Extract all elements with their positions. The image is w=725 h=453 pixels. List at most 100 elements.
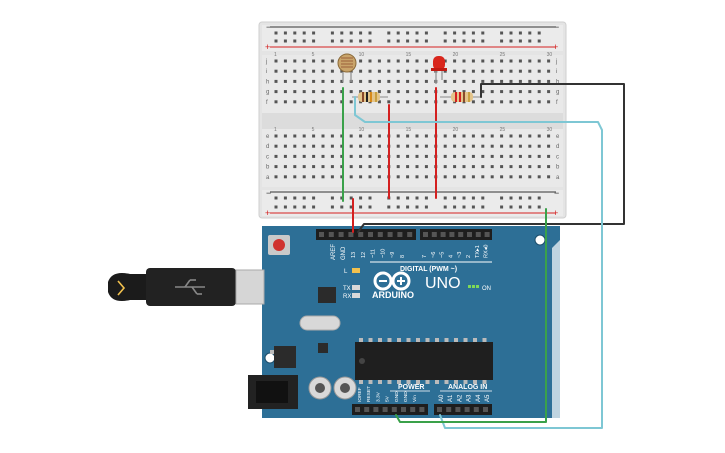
hole [462,90,466,94]
rail-hole [283,39,287,43]
hole [518,79,522,83]
hole [415,144,419,148]
rail-hole [302,39,306,43]
hole [406,100,410,104]
power-pin-label: 3.3V [375,391,381,402]
hole [443,59,447,63]
analog-pin-label: A1 [448,394,454,402]
analog-pin-label: A4 [476,394,482,402]
hole [547,165,551,169]
hole [368,69,372,73]
rail-hole [312,205,316,209]
hole [406,134,410,138]
hole [330,154,334,158]
hole [368,90,372,94]
red-led[interactable] [431,56,447,84]
digital-pin-label: 8 [400,255,406,258]
hole [274,100,278,104]
uno-label: UNO [425,275,461,292]
hole [537,165,541,169]
hole [415,134,419,138]
digital-pin-header[interactable] [316,229,492,240]
row-letter: f [266,100,268,106]
hole [293,144,297,148]
row-letter: i [556,69,557,75]
hole [340,90,344,94]
rail-hole [293,205,297,209]
hole [500,69,504,73]
bolt-icon [117,280,126,296]
resistor-led[interactable] [440,92,482,102]
row-letter: j [265,59,267,65]
power-label: POWER [398,384,424,391]
hole [518,144,522,148]
hole [518,154,522,158]
rail-hole [500,205,504,209]
rail-hole [406,31,410,35]
usb-chip [318,287,336,303]
hole [330,165,334,169]
power-pin-header[interactable] [352,404,428,415]
hole [471,134,475,138]
hole [283,165,287,169]
hole [330,134,334,138]
rail-hole [293,31,297,35]
hole [406,59,410,63]
row-letter: h [556,79,559,85]
hole [396,165,400,169]
hole [509,134,513,138]
hole [302,165,306,169]
power-pin-label: Vin [412,395,418,402]
l-led-label: L [344,269,348,275]
hole [424,100,428,104]
hole [509,100,513,104]
hole [500,154,504,158]
rail-hole [481,196,485,200]
hole [396,90,400,94]
hole [528,59,532,63]
photoresistor[interactable] [337,53,357,82]
column-number: 25 [500,127,506,133]
hole [462,144,466,148]
rail-minus-bottom-right: − [554,188,559,198]
rail-hole [330,31,334,35]
hole [321,165,325,169]
hole [481,134,485,138]
hole [340,134,344,138]
usb-cable[interactable] [108,268,265,306]
digital-pin-label: 2 [466,255,472,258]
reset-button[interactable] [268,235,290,255]
analog-pin-header[interactable] [434,404,492,415]
row-letter: b [556,165,560,171]
column-number: 20 [453,52,459,58]
row-letter: j [555,59,557,65]
rail-hole [424,39,428,43]
hole [500,79,504,83]
rail-hole [368,205,372,209]
power-pin-label: RESET [366,386,372,402]
hole [340,175,344,179]
rail-hole [443,39,447,43]
hole [481,69,485,73]
resistor-photo[interactable] [352,92,388,102]
hole [471,59,475,63]
rail-hole [349,196,353,200]
top-rail-holes [274,31,541,43]
digital-pin-label: 13 [351,252,357,258]
hole [490,69,494,73]
hole [349,175,353,179]
hole [283,134,287,138]
column-number: 1 [274,52,277,58]
rail-plus-bottom-right: + [553,208,558,218]
hole [377,175,381,179]
hole [462,154,466,158]
hole [274,59,278,63]
hole [368,134,372,138]
hole [359,59,363,63]
hole [490,59,494,63]
hole [443,175,447,179]
row-letter: c [266,154,269,160]
